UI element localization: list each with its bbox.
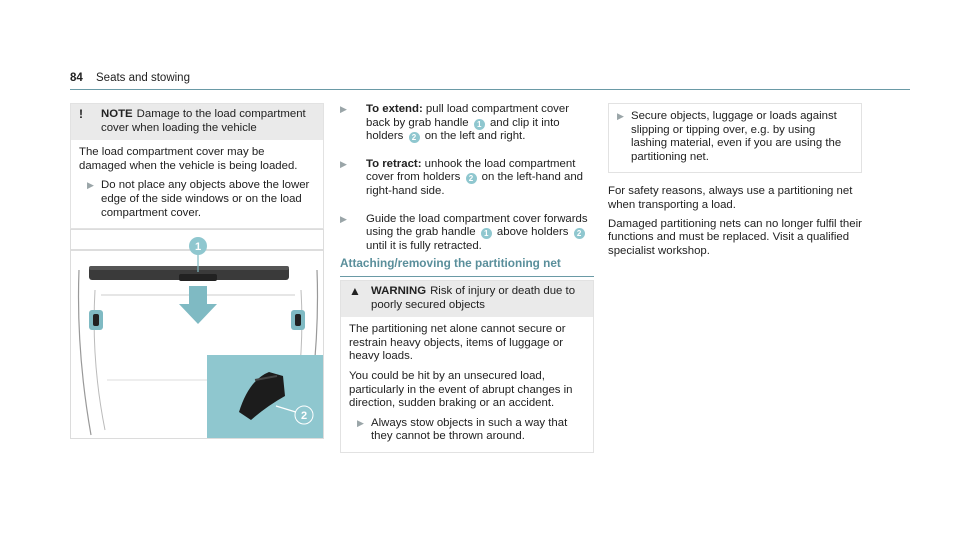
step-label: To retract: [366,157,422,170]
warning-step: ▶ Always stow objects in such a way that… [349,417,585,444]
grab-handle [179,274,217,281]
warning-step-text: Always stow objects in such a way that t… [371,416,568,443]
note-step: ▶ Do not place any objects above the low… [79,179,315,220]
warning-label: WARNING [371,285,427,297]
note-text: The load compartment cover may be damage… [79,146,298,172]
step-guide: ▶ Guide the load compartment cover forwa… [340,212,588,252]
holder-right [295,314,301,326]
exclamation-icon: ! [79,107,83,121]
callout-1 [189,237,207,255]
warning-title: Risk of injury or death due to poorly se… [371,285,576,311]
play-arrow-icon: ▶ [617,111,624,121]
play-arrow-icon: ▶ [340,104,347,114]
holder-left [93,314,99,326]
note-step-text: Do not place any objects above the lower… [101,179,310,219]
play-arrow-icon: ▶ [340,158,347,169]
play-arrow-icon: ▶ [357,417,364,428]
header-rule [70,89,910,90]
secure-step-text: Secure objects, luggage or loads against… [631,110,842,163]
callout-2 [294,405,314,425]
callout-2-label: 2 [301,410,307,422]
page-number: 84 [70,72,83,84]
section-title: Attaching/removing the partitioning net [340,256,594,277]
badge-2: 2 [408,132,420,144]
column-2: ▶ To extend: pull load compartment cover… [340,103,594,267]
column-3: ▶ Secure objects, luggage or loads again… [608,103,862,263]
section-name: Seats and stowing [96,72,190,84]
badge-2: 2 [465,173,477,185]
badge-2: 2 [573,228,585,240]
badge-1: 1 [473,118,485,130]
callout-1-label: 1 [195,241,201,253]
play-arrow-icon: ▶ [340,213,347,224]
note-label: NOTE [101,108,133,120]
warning-text-2: You could be hit by an unsecured load, p… [349,369,573,410]
step-retract: ▶ To retract: unhook the load compartmen… [340,157,584,197]
badge-1: 1 [480,228,492,240]
step-extend: ▶ To extend: pull load compartment cover… [340,103,570,144]
page-header: 84 Seats and stowing [70,72,190,86]
load-compartment-illustration: 1 2 [71,237,323,438]
safety-paragraphs: For safety reasons, always use a partiti… [608,185,862,258]
arrow-down-icon [179,286,217,324]
safety-text-2: Damaged partitioning nets can no longer … [608,217,862,257]
secure-step: ▶ Secure objects, luggage or loads again… [609,110,853,164]
secure-objects-box: ▶ Secure objects, luggage or loads again… [608,103,862,174]
safety-text-1: For safety reasons, always use a partiti… [608,185,853,211]
note-body: The load compartment cover may be damage… [71,140,323,228]
load-compartment-figure: 1 2 [70,229,324,439]
step-label: To extend: [366,103,423,115]
warning-body: The partitioning net alone cannot secure… [341,317,593,452]
warning-icon: ▲ [349,284,361,298]
play-arrow-icon: ▶ [87,180,94,191]
note-title: Damage to the load compartment cover whe… [101,108,306,134]
warning-text-1: The partitioning net alone cannot secure… [349,323,566,363]
